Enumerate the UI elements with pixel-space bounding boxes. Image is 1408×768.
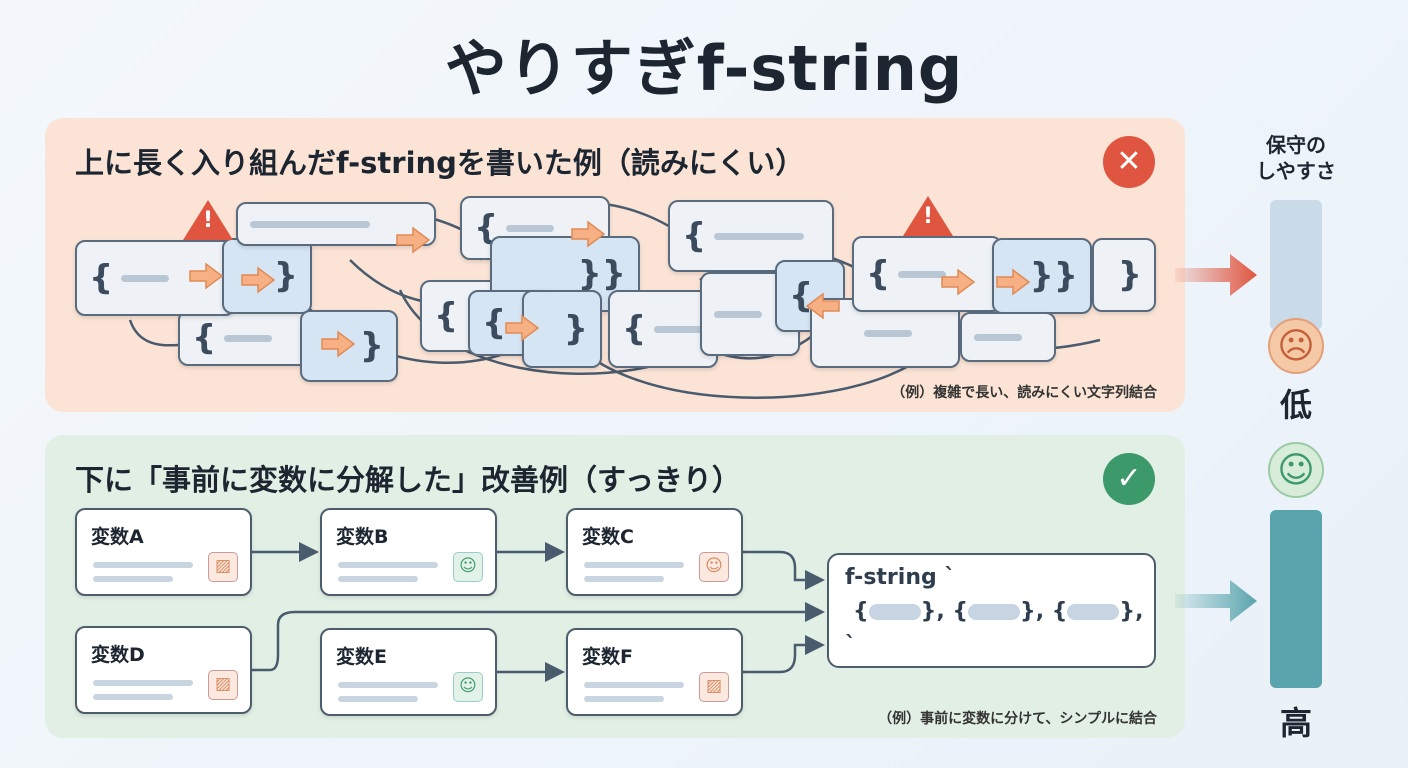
meter-label-line2: しやすさ — [1256, 159, 1336, 183]
meter-label-line1: 保守の — [1266, 133, 1326, 157]
variable-card-e: 変数E ☺ — [320, 628, 497, 716]
code-block — [960, 312, 1056, 362]
fstring-placeholders: {}, {}, {}, — [853, 599, 1143, 624]
code-block: } — [1092, 238, 1156, 312]
meter-label: 保守のしやすさ — [1250, 132, 1342, 184]
person-icon: ☺ — [453, 672, 483, 702]
variable-label: 変数E — [336, 646, 387, 668]
good-example-heading: 下に「事前に変数に分解した」改善例（すっきり） — [75, 463, 741, 497]
variable-label: 変数C — [582, 526, 634, 548]
variable-label: 変数F — [582, 646, 633, 668]
check-icon: ✓ — [1103, 453, 1155, 505]
image-icon: ▨ — [208, 552, 238, 582]
low-label: 低 — [1279, 386, 1312, 424]
fstring-tail: ` — [845, 633, 856, 658]
fstring-line1: f-string ` — [845, 565, 956, 590]
decline-arrow-icon — [1175, 254, 1257, 296]
page-title: やりすぎf-string — [444, 32, 964, 105]
brace: { — [952, 599, 969, 624]
brace: }, — [1020, 599, 1045, 624]
brace: }, — [1119, 599, 1144, 624]
warning-mark: ! — [923, 204, 934, 229]
warning-icon: ! — [903, 196, 953, 236]
variable-card-b: 変数B ☺ — [320, 508, 497, 596]
image-icon: ▨ — [699, 672, 729, 702]
person-icon: ☺ — [699, 552, 729, 582]
variable-card-c: 変数C ☺ — [566, 508, 743, 596]
variable-card-d: 変数D ▨ — [75, 626, 252, 714]
high-label: 高 — [1279, 704, 1312, 742]
brace: { — [1051, 599, 1068, 624]
person-icon: ☺ — [453, 552, 483, 582]
cross-icon: ✕ — [1103, 136, 1155, 188]
bad-example-heading: 上に長く入り組んだf-stringを書いた例（読みにくい） — [75, 146, 805, 180]
smile-face-icon: ☺ — [1268, 442, 1324, 498]
warning-icon: ! — [183, 200, 233, 240]
code-block: { — [608, 290, 718, 368]
warning-mark: ! — [203, 208, 214, 233]
variable-card-f: 変数F ▨ — [566, 628, 743, 716]
improve-arrow-icon — [1175, 580, 1257, 622]
brace: { — [853, 599, 869, 624]
sad-face-icon: ☹ — [1268, 318, 1324, 374]
image-icon: ▨ — [208, 670, 238, 700]
bad-caption: （例）複雑で長い、読みにくい文字列結合 — [891, 385, 1157, 401]
low-maintainability-bar — [1270, 200, 1322, 330]
fstring-result-box: f-string ` {}, {}, {}, ` — [827, 553, 1156, 668]
variable-label: 変数B — [336, 526, 389, 548]
variable-label: 変数A — [91, 526, 144, 548]
good-caption: （例）事前に変数に分けて、シンプルに結合 — [878, 711, 1157, 727]
variable-card-a: 変数A ▨ — [75, 508, 252, 596]
brace: }, — [920, 599, 945, 624]
high-maintainability-bar — [1270, 510, 1322, 688]
variable-label: 変数D — [91, 644, 145, 666]
